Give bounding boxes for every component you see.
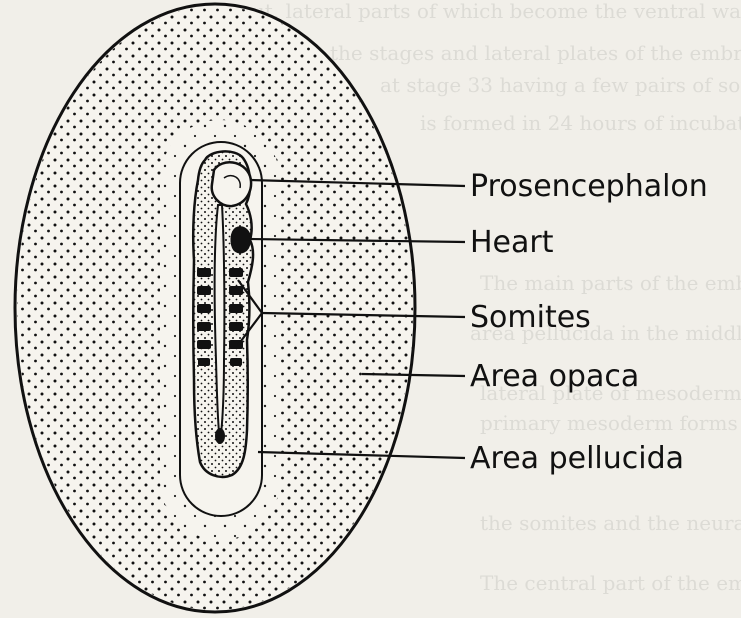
somite: [229, 304, 243, 313]
somite: [197, 286, 211, 295]
prosencephalon-lobe: [212, 162, 251, 206]
somite: [229, 286, 243, 295]
embryo-body: [193, 151, 253, 476]
somite: [197, 304, 211, 313]
posterior-tip: [215, 428, 225, 444]
background-text-line: primary mesoderm forms the sequence: [480, 411, 741, 435]
label-heart: Heart: [470, 225, 554, 260]
heart-shape: [231, 227, 250, 253]
label-somites: Somites: [470, 300, 591, 335]
somite: [229, 322, 243, 331]
somite: [230, 358, 242, 366]
label-prosencephalon: Prosencephalon: [470, 169, 708, 204]
background-text-line: is formed in 24 hours of incubation clea…: [420, 111, 741, 135]
background-text-line: The main parts of the embryo, the first: [480, 271, 741, 295]
somite: [197, 268, 211, 277]
somite: [198, 358, 210, 366]
background-text-line: the stages and lateral plates of the emb…: [330, 41, 741, 65]
somite: [229, 268, 243, 277]
label-area-opaca: Area opaca: [470, 359, 639, 394]
somite: [197, 322, 211, 331]
somite: [197, 340, 211, 349]
background-text-line: the somites and the neural tube develop: [480, 511, 741, 535]
background-text-line: The central part of the embryo forms: [480, 571, 741, 595]
label-area-pellucida: Area pellucida: [470, 441, 684, 476]
background-text-line: at stage 33 having a few pairs of somite…: [380, 73, 741, 97]
